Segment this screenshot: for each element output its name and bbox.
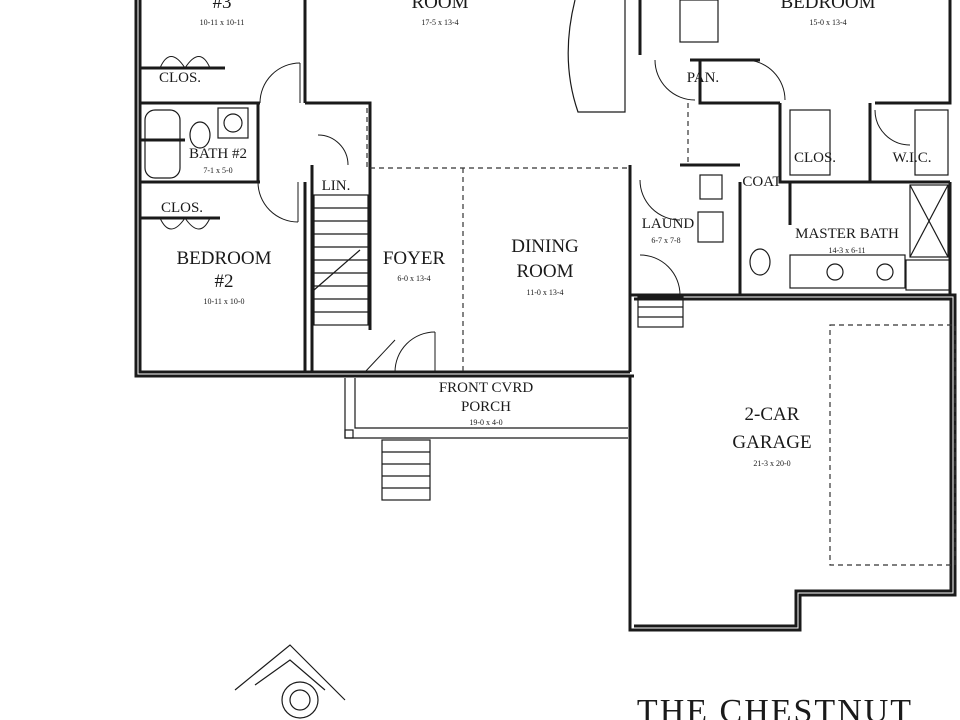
stairs xyxy=(313,194,684,501)
walls xyxy=(134,0,957,632)
porch-name-line2: PORCH xyxy=(461,399,511,415)
bedroom3-name: #3 xyxy=(213,0,232,13)
foyer-dim: 6-0 x 13-4 xyxy=(397,274,430,283)
refrigerator-icon xyxy=(679,0,719,43)
master-bath-name: MASTER BATH xyxy=(795,226,899,242)
room-labels: #3 10-11 x 10-11 ROOM 17-5 x 13-4 BEDROO… xyxy=(159,0,932,720)
bath2-name: BATH #2 xyxy=(189,146,247,162)
washer-icon xyxy=(697,211,724,243)
laundry-name: LAUND xyxy=(642,216,695,232)
closet-a-name: CLOS. xyxy=(159,70,201,86)
porch-name-line1: FRONT CVRD xyxy=(439,380,533,396)
porch-dim: 19-0 x 4-0 xyxy=(469,418,502,427)
great-room-name: ROOM xyxy=(411,0,468,13)
dining-dim: 11-0 x 13-4 xyxy=(526,288,563,297)
bath2-dim: 7-1 x 5-0 xyxy=(203,166,232,175)
toilet-icon xyxy=(189,121,211,149)
toilet-icon-master xyxy=(749,248,771,276)
master-bedroom-name: BEDROOM xyxy=(780,0,875,13)
doors xyxy=(257,59,911,373)
dining-name-line1: DINING xyxy=(511,236,579,257)
dining-name-line2: ROOM xyxy=(516,261,573,282)
great-room-dim: 17-5 x 13-4 xyxy=(421,18,458,27)
sink-icon-master-2 xyxy=(876,263,894,281)
bedroom2-name-line2: #2 xyxy=(215,271,234,292)
garage-name-line2: GARAGE xyxy=(732,432,811,453)
closet-doors xyxy=(159,56,211,230)
linen-name: LIN. xyxy=(322,178,351,194)
plan-title: THE CHESTNUT xyxy=(637,693,913,720)
bathtub-icon xyxy=(144,109,181,179)
bedroom2-dim: 10-11 x 10-0 xyxy=(203,297,244,306)
master-bedroom-dim: 15-0 x 13-4 xyxy=(809,18,846,27)
porch-outline xyxy=(344,378,628,439)
sink-icon xyxy=(223,113,243,133)
laundry-dim: 6-7 x 7-8 xyxy=(651,236,680,245)
closet-b-name: CLOS. xyxy=(161,200,203,216)
compass-rose-icon xyxy=(234,644,346,719)
foyer-name: FOYER xyxy=(383,248,446,269)
dashed-lines xyxy=(366,103,956,566)
bedroom3-dim: 10-11 x 10-11 xyxy=(200,18,245,27)
garage-name-line1: 2-CAR xyxy=(745,404,800,425)
garage-dim: 21-3 x 20-0 xyxy=(753,459,790,468)
shower-icon xyxy=(909,184,949,258)
wic-name: W.I.C. xyxy=(892,150,931,166)
master-bath-dim: 14-3 x 6-11 xyxy=(828,246,865,255)
kitchen-island xyxy=(567,0,626,113)
pantry-name: PAN. xyxy=(687,70,719,86)
dryer-icon xyxy=(699,174,723,200)
fixtures xyxy=(144,0,951,291)
master-closet-name: CLOS. xyxy=(794,150,836,166)
sink-icon-master-1 xyxy=(826,263,844,281)
coat-closet-name: COAT xyxy=(742,174,781,190)
bedroom2-name-line1: BEDROOM xyxy=(176,248,271,269)
